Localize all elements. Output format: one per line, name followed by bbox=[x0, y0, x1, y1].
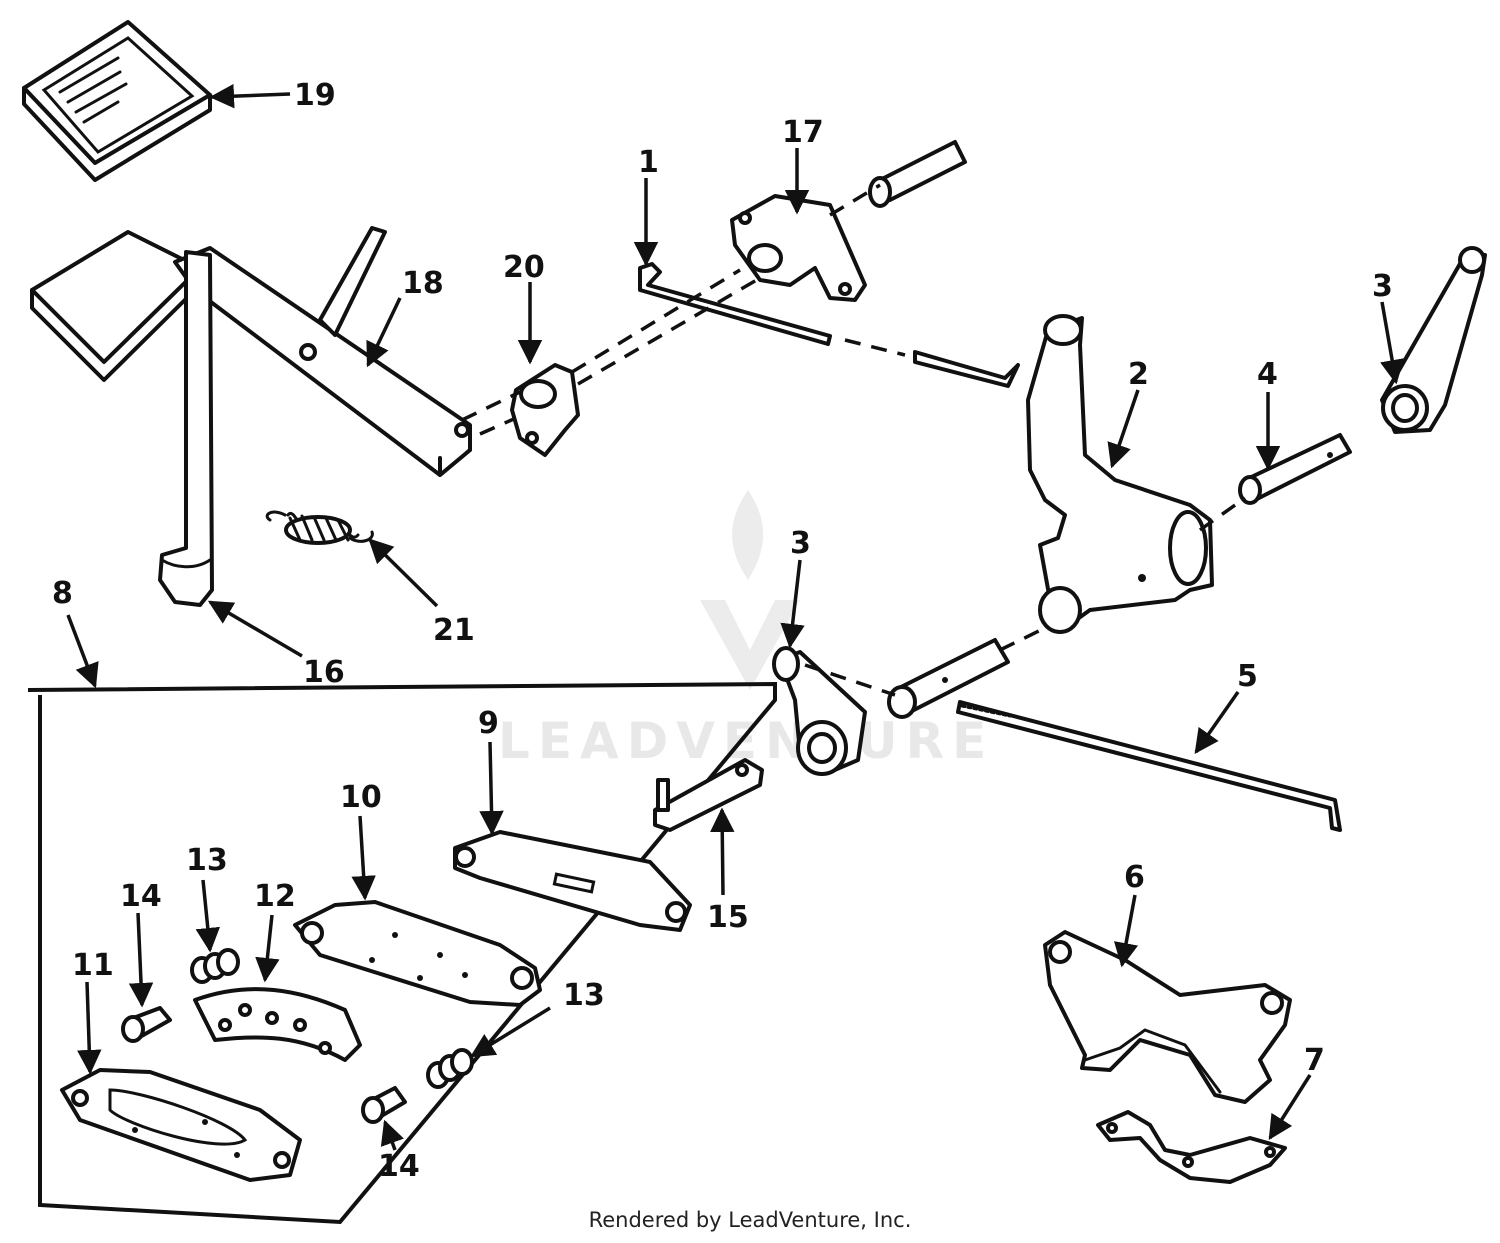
callout-2: 2 bbox=[1128, 357, 1149, 392]
part-4-pin[interactable] bbox=[1238, 433, 1352, 505]
part-2-lever[interactable] bbox=[1026, 314, 1214, 634]
callout-21: 21 bbox=[433, 613, 475, 648]
part-15-plate[interactable] bbox=[653, 758, 764, 832]
callout-9: 9 bbox=[478, 706, 499, 741]
part-6-bracket[interactable] bbox=[1043, 930, 1292, 1104]
callout-5: 5 bbox=[1237, 659, 1258, 694]
callout-3-lower: 3 bbox=[790, 526, 811, 561]
shaft[interactable] bbox=[887, 638, 1010, 719]
part-11-plate[interactable] bbox=[60, 1068, 302, 1182]
footer-credit: Rendered by LeadVenture, Inc. bbox=[588, 1208, 912, 1232]
part-19-manual[interactable] bbox=[22, 20, 212, 182]
part-13-spring-upper[interactable] bbox=[190, 948, 240, 984]
part-17-bracket[interactable] bbox=[730, 194, 867, 302]
part-14-pin-lower[interactable] bbox=[361, 1086, 407, 1124]
callout-14-lower: 14 bbox=[378, 1149, 420, 1184]
callout-17: 17 bbox=[782, 115, 824, 150]
part-1-rod[interactable] bbox=[638, 262, 1020, 388]
callout-7: 7 bbox=[1304, 1043, 1325, 1078]
part-5-rod[interactable] bbox=[956, 700, 1342, 832]
callout-6: 6 bbox=[1124, 860, 1145, 895]
callout-8: 8 bbox=[52, 576, 73, 611]
callout-15: 15 bbox=[707, 900, 749, 935]
leader-lines bbox=[66, 83, 1405, 1151]
callout-14-upper: 14 bbox=[120, 879, 162, 914]
part-12-shoe[interactable] bbox=[193, 987, 362, 1062]
callout-10: 10 bbox=[340, 780, 382, 815]
part-7-strap[interactable] bbox=[1096, 1110, 1287, 1184]
part-8-kit-outline bbox=[27, 681, 777, 1225]
part-9-link[interactable] bbox=[453, 830, 692, 932]
assembly-line-4 bbox=[1198, 496, 1247, 532]
callout-20: 20 bbox=[503, 250, 545, 285]
callout-12: 12 bbox=[254, 879, 296, 914]
callout-18: 18 bbox=[402, 266, 444, 301]
callout-1: 1 bbox=[638, 145, 659, 180]
part-21-spring[interactable] bbox=[265, 510, 374, 545]
part-3-arm-upper[interactable] bbox=[1380, 246, 1487, 434]
callout-4: 4 bbox=[1257, 357, 1278, 392]
part-20-bracket[interactable] bbox=[510, 363, 580, 457]
part-13-spring-lower[interactable] bbox=[426, 1048, 474, 1089]
callout-labels: 19 1 17 18 20 2 3 4 3 5 21 16 8 9 10 15 … bbox=[52, 78, 1393, 1184]
callout-13-upper: 13 bbox=[186, 843, 228, 878]
assembly-lines-upper bbox=[461, 183, 906, 436]
callout-3-upper: 3 bbox=[1372, 269, 1393, 304]
part-10-link[interactable] bbox=[293, 900, 542, 1007]
callout-19: 19 bbox=[294, 78, 336, 113]
part-14-pin-upper[interactable] bbox=[121, 1006, 172, 1043]
part-3-arm-lower[interactable] bbox=[772, 646, 867, 776]
callout-11: 11 bbox=[72, 948, 114, 983]
part-16-clip[interactable] bbox=[158, 250, 214, 607]
assembly-lines-lower bbox=[804, 626, 1046, 697]
watermark: LEADVENTURE bbox=[498, 490, 986, 770]
part-17-pin[interactable] bbox=[868, 140, 967, 208]
callout-16: 16 bbox=[303, 655, 345, 690]
callout-13-lower: 13 bbox=[563, 978, 605, 1013]
